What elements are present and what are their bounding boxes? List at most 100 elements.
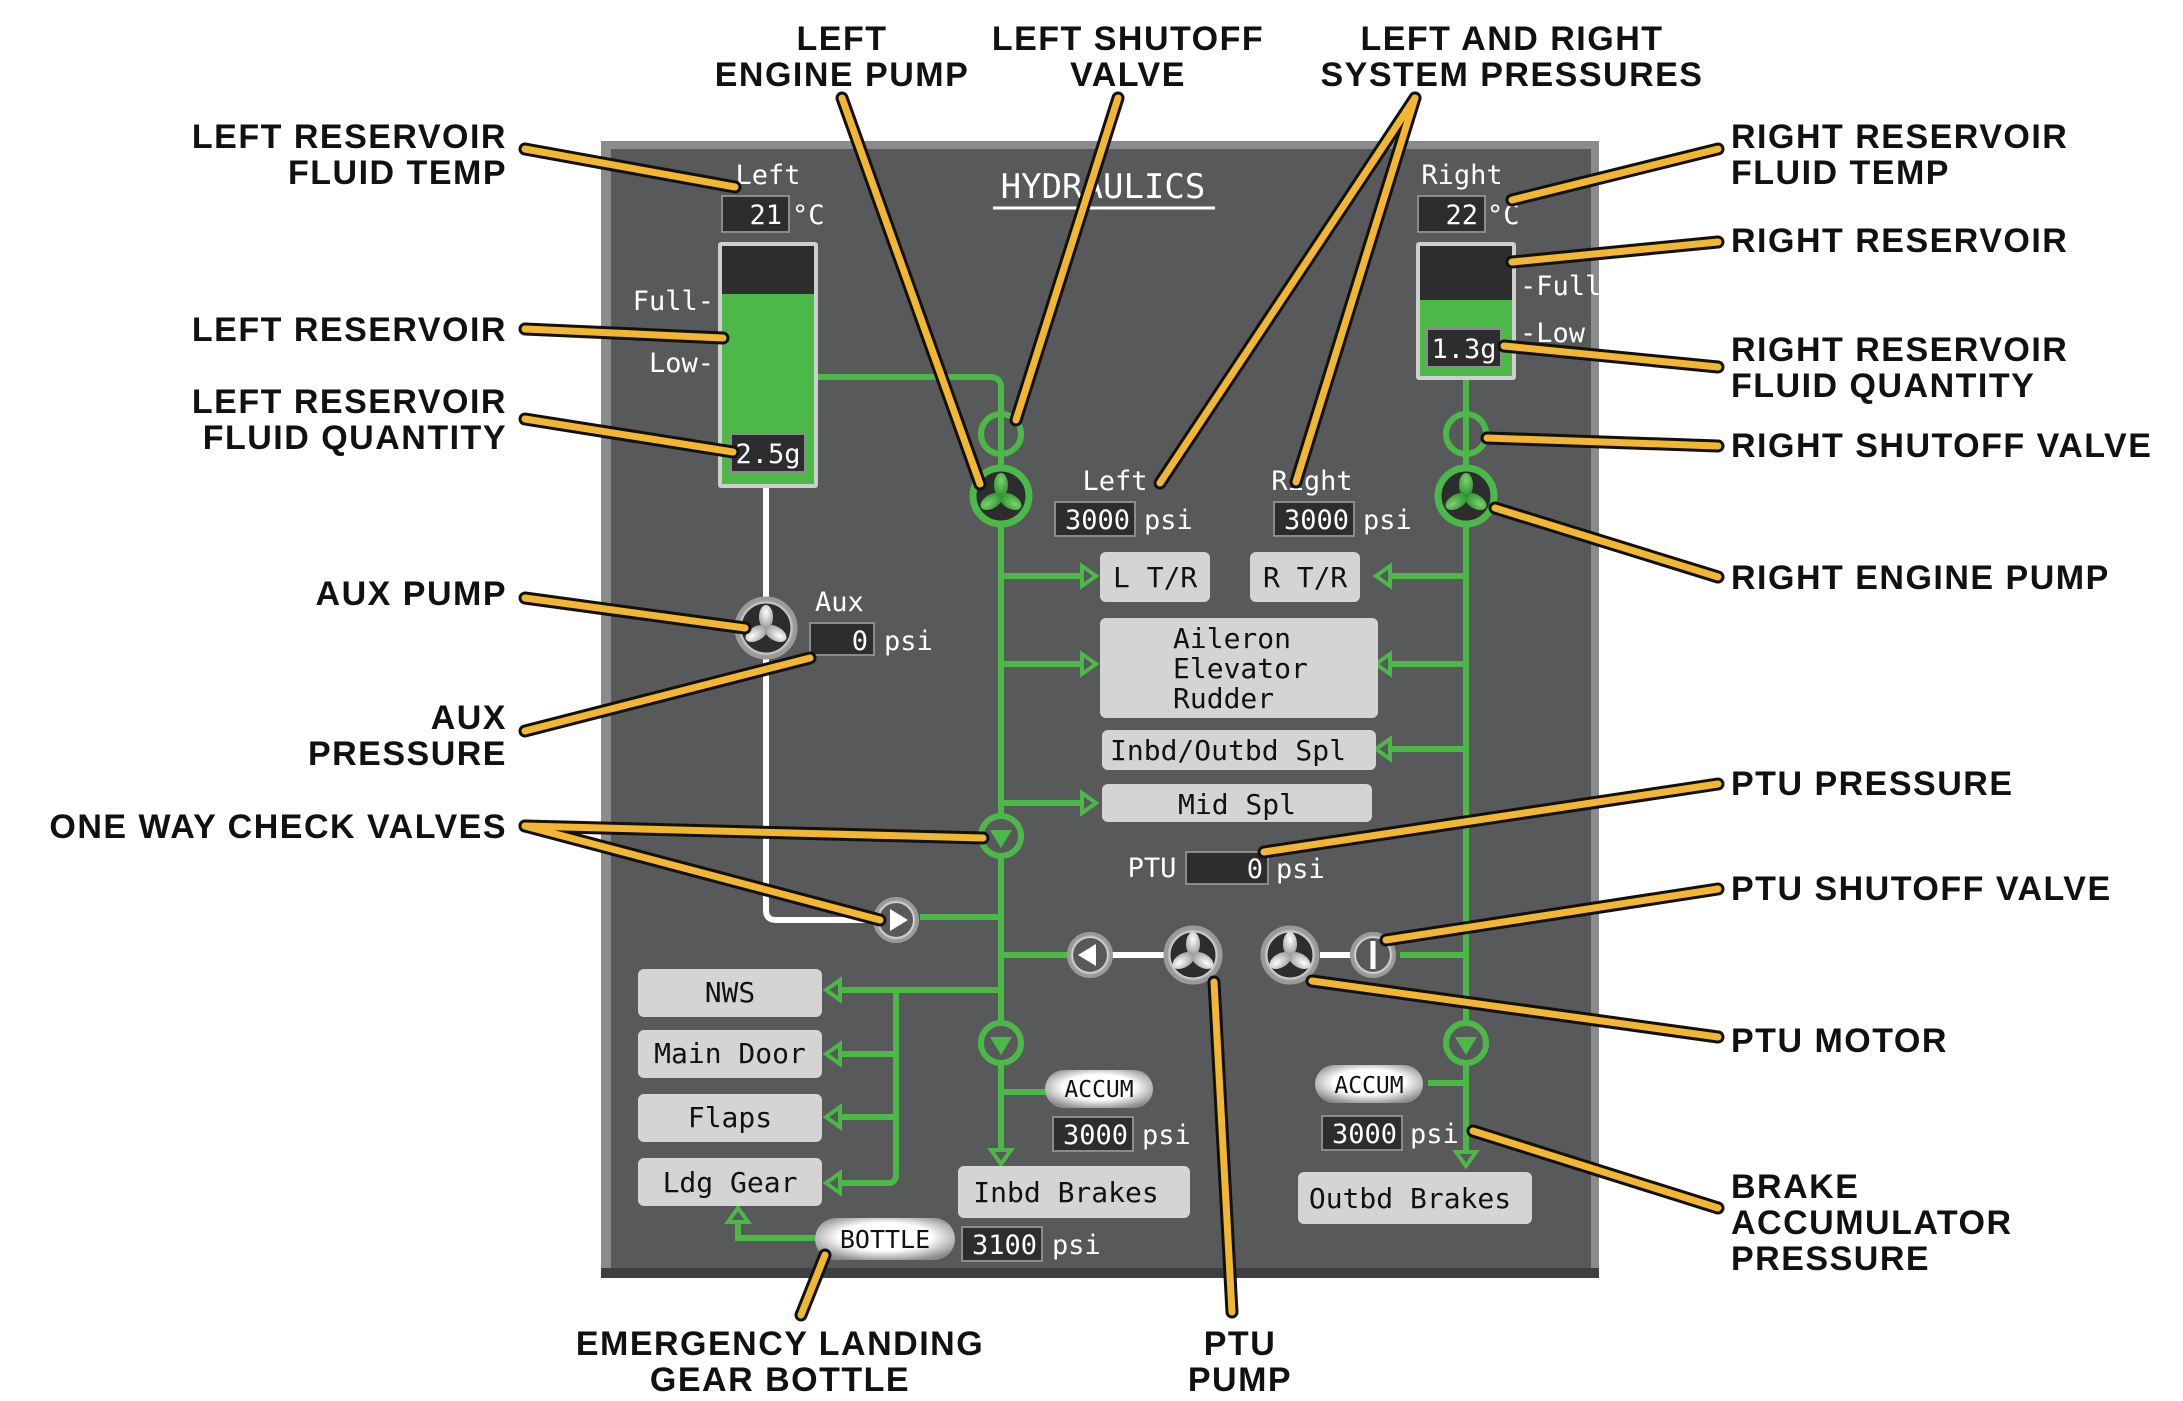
left-system-label: Left <box>1082 466 1147 497</box>
right-system-pressure: Right 3000 psi <box>1271 466 1412 537</box>
callout-system-pressures-2: SYSTEM PRESSURES <box>1321 56 1704 94</box>
callout-left-shutoff-valve-2: VALVE <box>1070 56 1186 94</box>
callout-ptu-pump-1: PTU <box>1204 1325 1277 1363</box>
right-full-mark: -Full <box>1520 271 1601 302</box>
outbd-brakes-label: Outbd Brakes <box>1309 1182 1511 1215</box>
inbd-brakes-button[interactable]: Inbd Brakes <box>958 1166 1190 1218</box>
callout-right-engine-pump: RIGHT ENGINE PUMP <box>1731 559 2110 597</box>
l-tr-button[interactable]: L T/R <box>1100 552 1210 602</box>
callout-right-res-qty-1: RIGHT RESERVOIR <box>1731 331 2068 369</box>
panel-title: HYDRAULICS <box>1001 167 1206 207</box>
left-accumulator: ACCUM 3000 psi <box>1045 1070 1191 1152</box>
callout-brake-accum-3: PRESSURE <box>1731 1240 1930 1278</box>
ptu-readout-box <box>1185 851 1269 885</box>
right-temp-readout-box <box>1417 195 1486 233</box>
right-accum-value: 3000 <box>1332 1119 1397 1150</box>
callout-brake-accum-2: ACCUMULATOR <box>1731 1204 2013 1242</box>
aux-value: 0 <box>852 626 868 657</box>
left-qty-value: 2.5g <box>735 439 800 470</box>
callouts-bottom: EMERGENCY LANDING GEAR BOTTLE PTU PUMP <box>576 1325 1292 1399</box>
aileron-label: Aileron <box>1173 622 1291 655</box>
ptu-value: 0 <box>1247 854 1263 885</box>
aux-readout-box <box>809 622 875 656</box>
left-low-mark: Low- <box>649 348 714 379</box>
flight-controls-button[interactable]: Aileron Elevator Rudder <box>1100 618 1378 718</box>
ptu-check-valve-icon <box>1067 932 1113 978</box>
right-reservoir-label: Right <box>1421 160 1502 191</box>
ptu-pressure: PTU 0 psi <box>1128 851 1325 885</box>
left-accum-pill <box>1045 1070 1153 1108</box>
callout-ptu-shutoff-valve: PTU SHUTOFF VALVE <box>1731 870 2112 908</box>
mid-spl-label: Mid Spl <box>1178 788 1296 821</box>
callout-left-engine-pump-1: LEFT <box>797 20 888 58</box>
emergency-bottle: BOTTLE 3100 psi <box>815 1218 1101 1262</box>
left-accum-value: 3000 <box>1063 1120 1128 1151</box>
right-qty-value: 1.3g <box>1431 334 1496 365</box>
main-door-label: Main Door <box>654 1037 806 1070</box>
right-accumulator: ACCUM 3000 psi <box>1315 1065 1459 1151</box>
outbd-brakes-button[interactable]: Outbd Brakes <box>1298 1172 1532 1224</box>
ptu-unit: psi <box>1276 854 1325 885</box>
left-system-unit: psi <box>1144 505 1193 536</box>
bottle-label: BOTTLE <box>840 1225 930 1254</box>
ldg-gear-label: Ldg Gear <box>663 1166 798 1199</box>
left-temp-unit: °C <box>792 200 825 231</box>
left-qty-readout-box <box>730 433 806 473</box>
right-temp-value: 22 <box>1445 200 1478 231</box>
callout-left-res-qty-1: LEFT RESERVOIR <box>192 383 507 421</box>
nws-button[interactable]: NWS <box>638 969 822 1017</box>
ldg-gear-button[interactable]: Ldg Gear <box>638 1158 822 1206</box>
r-tr-button[interactable]: R T/R <box>1250 552 1360 602</box>
callout-system-pressures-1: LEFT AND RIGHT <box>1360 20 1663 58</box>
callout-left-reservoir: LEFT RESERVOIR <box>192 311 507 349</box>
bottle-readout-box <box>961 1226 1043 1262</box>
flaps-label: Flaps <box>688 1101 772 1134</box>
left-brake-check-valve-icon <box>978 1020 1024 1066</box>
callout-left-shutoff-valve-1: LEFT SHUTOFF <box>992 20 1264 58</box>
left-temp-readout-box <box>721 195 790 233</box>
right-system-label: Right <box>1271 466 1352 497</box>
mid-spl-button[interactable]: Mid Spl <box>1102 784 1372 822</box>
nws-label: NWS <box>705 976 756 1009</box>
callouts-right: RIGHT RESERVOIR FLUID TEMP RIGHT RESERVO… <box>1731 118 2152 1278</box>
aux-lines <box>763 488 1355 958</box>
callout-left-res-temp-1: LEFT RESERVOIR <box>192 118 507 156</box>
left-full-mark: Full- <box>633 286 714 317</box>
callout-left-res-temp-2: FLUID TEMP <box>288 154 507 192</box>
callout-bottle-1: EMERGENCY LANDING <box>576 1325 984 1363</box>
left-system-readout-box <box>1054 501 1136 537</box>
callout-aux-pressure-2: PRESSURE <box>308 735 507 773</box>
ptu-pump-icon <box>1163 925 1223 985</box>
flow-arrows <box>724 562 1480 1224</box>
elevator-label: Elevator <box>1173 652 1308 685</box>
callout-aux-pressure-1: AUX <box>431 699 507 737</box>
left-accum-label: ACCUM <box>1064 1077 1133 1103</box>
right-accum-readout-box <box>1321 1115 1403 1151</box>
inbd-outbd-spl-button[interactable]: Inbd/Outbd Spl <box>1102 730 1376 770</box>
right-accum-pill <box>1315 1065 1423 1103</box>
consumers: L T/R R T/R Aileron Elevator Rudder Inbd… <box>638 552 1532 1224</box>
callout-left-res-qty-2: FLUID QUANTITY <box>203 419 507 457</box>
left-accum-readout-box <box>1052 1116 1134 1152</box>
callout-right-shutoff-valve: RIGHT SHUTOFF VALVE <box>1731 427 2152 465</box>
flaps-button[interactable]: Flaps <box>638 1094 822 1142</box>
callouts-top: LEFT ENGINE PUMP LEFT SHUTOFF VALVE LEFT… <box>715 20 1704 94</box>
callout-right-res-temp-2: FLUID TEMP <box>1731 154 1950 192</box>
callout-check-valves: ONE WAY CHECK VALVES <box>49 808 507 846</box>
ptu-label: PTU <box>1128 853 1177 884</box>
bottle-pill <box>815 1218 955 1260</box>
right-accum-label: ACCUM <box>1334 1073 1403 1099</box>
callout-bottle-2: GEAR BOTTLE <box>650 1361 910 1399</box>
callout-right-res-temp-1: RIGHT RESERVOIR <box>1731 118 2068 156</box>
main-door-button[interactable]: Main Door <box>638 1030 822 1078</box>
left-accum-unit: psi <box>1142 1120 1191 1151</box>
right-brake-check-valve-icon <box>1443 1020 1489 1066</box>
bottle-unit: psi <box>1052 1230 1101 1261</box>
callout-ptu-pump-2: PUMP <box>1188 1361 1292 1399</box>
left-reservoir-empty <box>722 246 814 294</box>
right-reservoir-empty <box>1420 246 1512 300</box>
right-accum-unit: psi <box>1410 1119 1459 1150</box>
callout-left-engine-pump-2: ENGINE PUMP <box>715 56 970 94</box>
callout-leaders <box>518 91 1725 1322</box>
